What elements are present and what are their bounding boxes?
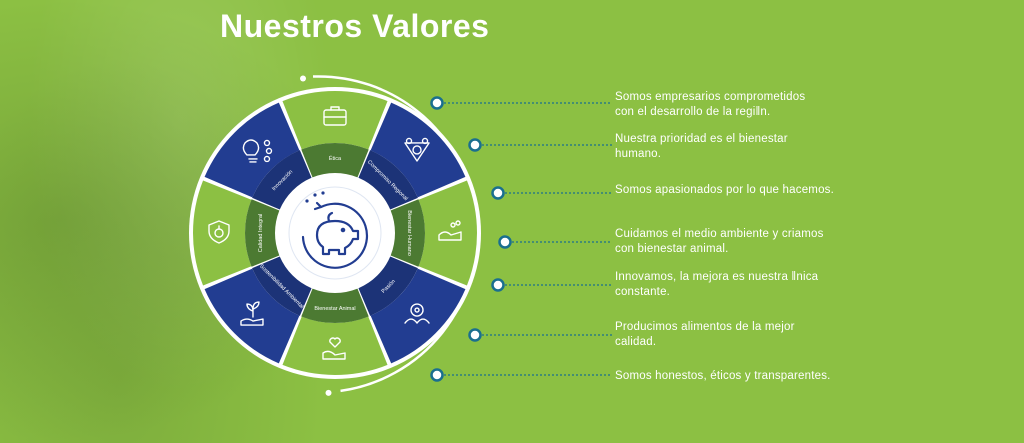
center-disc [277,175,393,291]
connector-dot [468,328,482,342]
team-gear-icon [404,303,430,324]
handshake-group-icon [404,137,430,162]
value-text-7: Somos honestos, éticos y transparentes. [615,370,831,382]
piggy-bank-icon [301,191,369,269]
ring-segment [252,256,312,316]
center-inner-ring [288,186,382,280]
value-text-6: Producimos alimentos de la mejor calidad… [615,321,795,348]
value-text-1: Somos empresarios comprometidos con el d… [615,91,806,118]
wheel-segment [204,268,300,364]
lightbulb-gears-icon [242,139,273,163]
value-text-3: Somos apasionados por lo que hacemos. [615,184,835,196]
ring-label: Bienestar Animal [314,306,355,312]
ring-segment [252,150,312,210]
ring-segment [358,150,418,210]
connector-dot [491,186,505,200]
connector-dot [498,235,512,249]
briefcase-icon [323,106,347,126]
apple-shield-icon [208,220,230,244]
connector-dot [491,278,505,292]
arc-end-dot [325,389,332,396]
arc-end-dot [300,75,307,82]
value-text-5: Innovamos, la mejora es nuestra ‖nica co… [615,271,819,298]
wheel-segment [282,91,388,150]
ring-label: Ética [329,155,342,162]
wheel-segment [282,316,388,375]
wheel-segment [370,102,466,198]
page-title: Nuestros Valores [220,8,490,44]
ring-segment [301,288,369,323]
connector-dot [430,96,444,110]
plant-hand-icon [240,301,264,326]
hand-care-icon [438,220,462,241]
wheel-segment [204,102,300,198]
wheel-segment [193,180,252,286]
value-text-2: Nuestra prioridad es el bienestar humano… [615,133,788,160]
ring-segment [301,143,369,178]
heart-hand-icon [322,337,346,360]
ring-segment [245,199,280,267]
ring-label: Bienestar Humano [406,210,412,256]
ring-segment [390,199,425,267]
ring-label: Calidad Integral [258,214,264,253]
connector-dot [468,138,482,152]
value-text-4: Cuidamos el medio ambiente y criamos con… [615,228,824,255]
connector-dot [430,368,444,382]
ring-segment [358,256,418,316]
